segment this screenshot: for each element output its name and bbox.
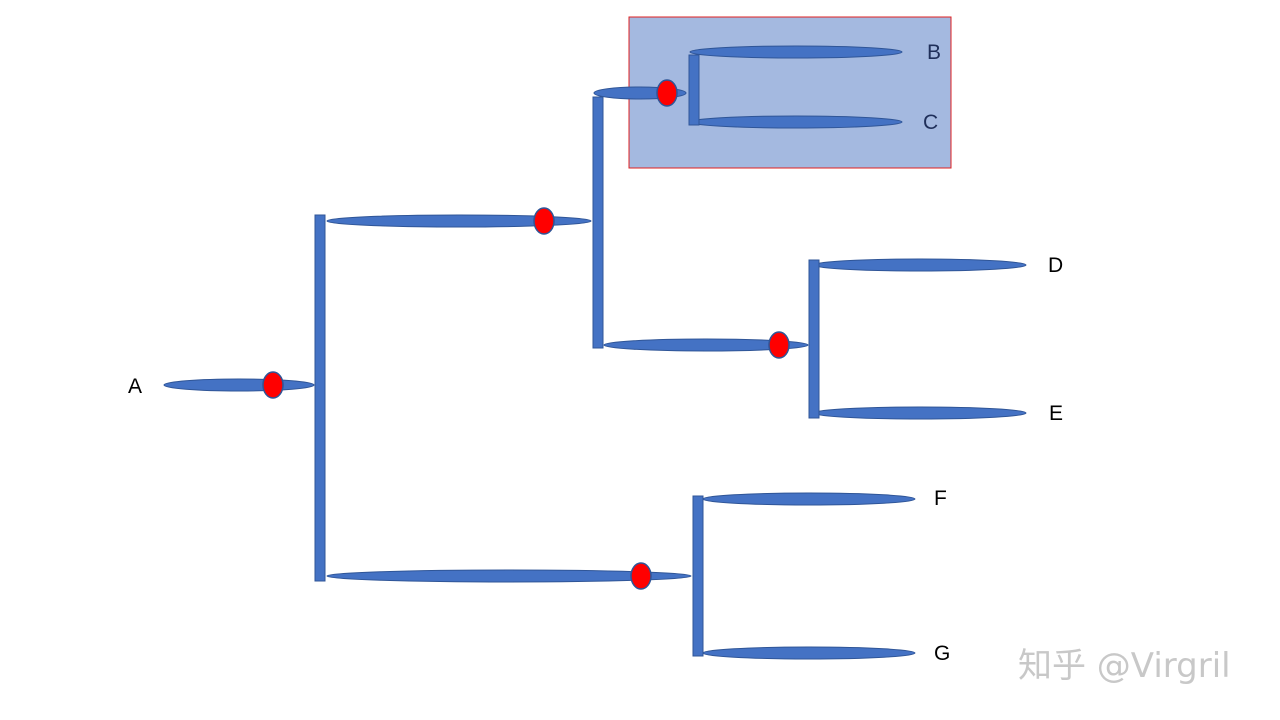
branch-d [813,258,1027,272]
node-marker-bc-stem [656,79,678,107]
connector-bcde [592,96,604,349]
branch-e [813,406,1027,420]
taxon-label-f: F [934,487,947,510]
connector-fg [692,495,704,657]
watermark-text: 知乎 @Virgril [1018,646,1231,686]
branch-de [603,338,809,352]
connector-bc [688,54,700,126]
node-marker-fg-stem [630,562,652,590]
taxon-label-a: A [128,375,142,398]
branch-bcde [326,214,592,228]
connector-root [314,214,326,582]
taxon-label-g: G [934,642,950,665]
connector-de [808,259,820,419]
branch-c [689,115,903,129]
taxon-label-b: B [927,41,941,64]
branch-root-stem [163,378,315,392]
node-marker-de-stem [768,331,790,359]
node-marker-root-stem [262,371,284,399]
branch-g [702,646,916,660]
branch-f [702,492,916,506]
taxon-label-c: C [923,111,938,134]
taxon-label-d: D [1048,254,1063,277]
branch-fg [326,569,692,583]
taxon-label-e: E [1049,402,1063,425]
branch-b [689,45,903,59]
node-marker-bcde-stem [533,207,555,235]
